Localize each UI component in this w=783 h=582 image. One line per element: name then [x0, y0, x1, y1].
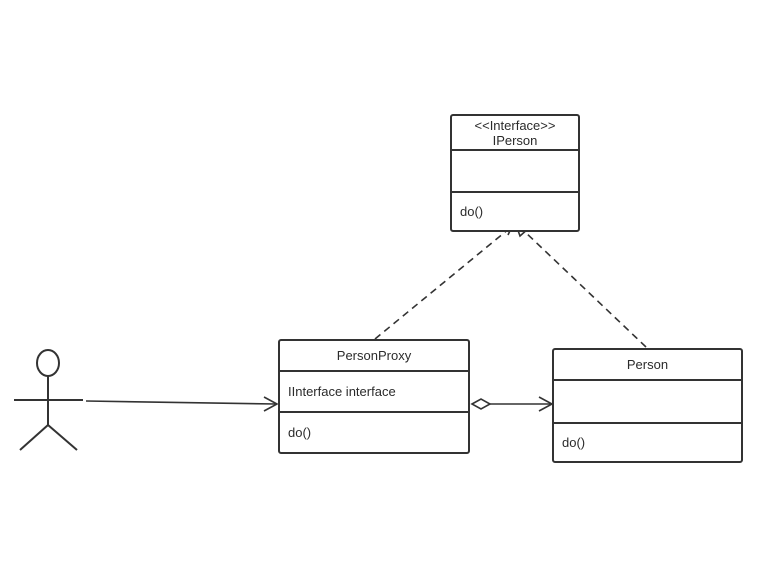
person-class-box[interactable]: Person do()	[552, 348, 743, 463]
actor-to-proxy-association	[85, 396, 279, 412]
personproxy-class-box[interactable]: PersonProxy IInterface interface do()	[278, 339, 470, 454]
personproxy-name: PersonProxy	[336, 348, 412, 363]
proxy-to-iperson-realization	[374, 220, 516, 340]
iperson-header: <<Interface>> IPerson	[452, 116, 578, 151]
personproxy-attributes: IInterface interface	[280, 372, 468, 413]
person-methods: do()	[562, 435, 586, 450]
iperson-name: IPerson	[492, 133, 538, 148]
person-name: Person	[626, 357, 669, 372]
person-to-iperson-realization	[513, 220, 647, 348]
person-header: Person	[554, 350, 741, 381]
actor-icon	[14, 349, 83, 451]
personproxy-methods: do()	[288, 425, 312, 440]
personproxy-header: PersonProxy	[280, 341, 468, 372]
iperson-attributes	[452, 151, 578, 193]
proxy-to-person-aggregation	[470, 396, 554, 412]
iperson-methods: do()	[460, 204, 484, 219]
iperson-class-box[interactable]: <<Interface>> IPerson do()	[450, 114, 580, 232]
iperson-stereotype: <<Interface>>	[474, 118, 556, 133]
person-attributes	[554, 381, 741, 424]
